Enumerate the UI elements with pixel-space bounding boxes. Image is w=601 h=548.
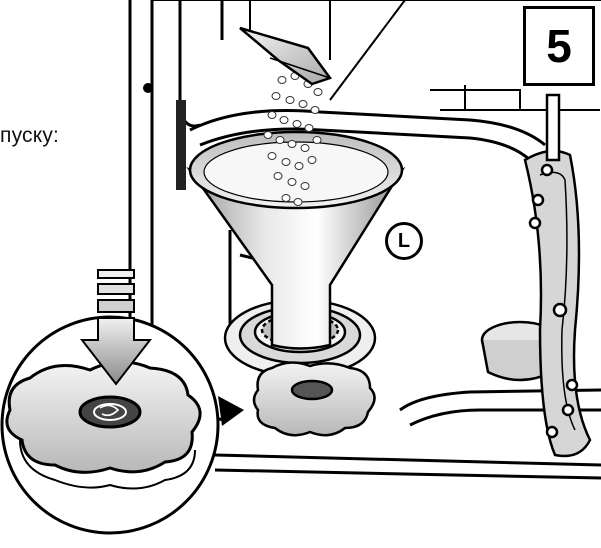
zoom-detail (0, 315, 220, 535)
step-number: 5 (546, 20, 572, 72)
marker-letter: L (397, 229, 411, 252)
insert-down-arrow-icon (79, 269, 153, 386)
door-hinge (176, 100, 186, 190)
step-number-box: 5 (523, 6, 595, 86)
tub-back-wall (249, 0, 600, 111)
funnel (186, 130, 406, 350)
spray-arm (523, 149, 592, 458)
salt-bag (239, 26, 333, 86)
door-screw-icon (143, 83, 153, 93)
pointer-arrow-icon (218, 396, 244, 426)
reservoir-cap (252, 361, 376, 437)
spray-arm-column (545, 93, 561, 162)
marker-l-icon: L (385, 222, 423, 260)
salt-grains (263, 72, 323, 206)
instruction-text-fragment: пуску: (0, 124, 60, 147)
